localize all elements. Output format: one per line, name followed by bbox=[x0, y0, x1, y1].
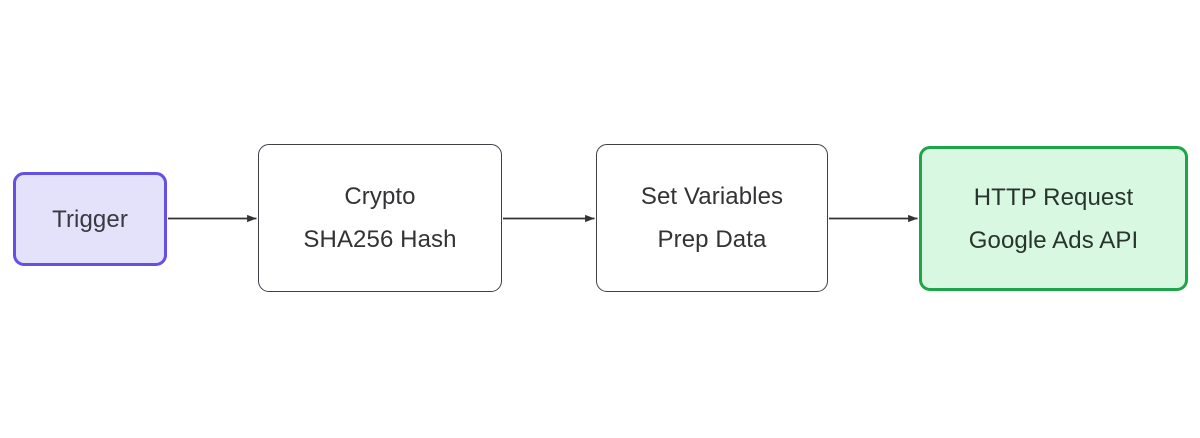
node-crypto-label-line2: SHA256 Hash bbox=[303, 226, 457, 253]
node-set-variables[interactable]: Set Variables Prep Data bbox=[596, 144, 828, 292]
node-http-request-label-line1: HTTP Request bbox=[973, 183, 1134, 211]
node-trigger-label-line1: Trigger bbox=[52, 205, 128, 233]
node-http-request[interactable]: HTTP Request Google Ads API bbox=[919, 146, 1188, 291]
node-trigger[interactable]: Trigger bbox=[13, 172, 167, 266]
node-crypto[interactable]: Crypto SHA256 Hash bbox=[258, 144, 502, 292]
node-set-variables-label-line1: Set Variables bbox=[640, 183, 784, 210]
node-crypto-label-line1: Crypto bbox=[344, 183, 416, 210]
node-set-variables-label-line2: Prep Data bbox=[657, 226, 767, 253]
node-http-request-label-line2: Google Ads API bbox=[968, 226, 1139, 254]
